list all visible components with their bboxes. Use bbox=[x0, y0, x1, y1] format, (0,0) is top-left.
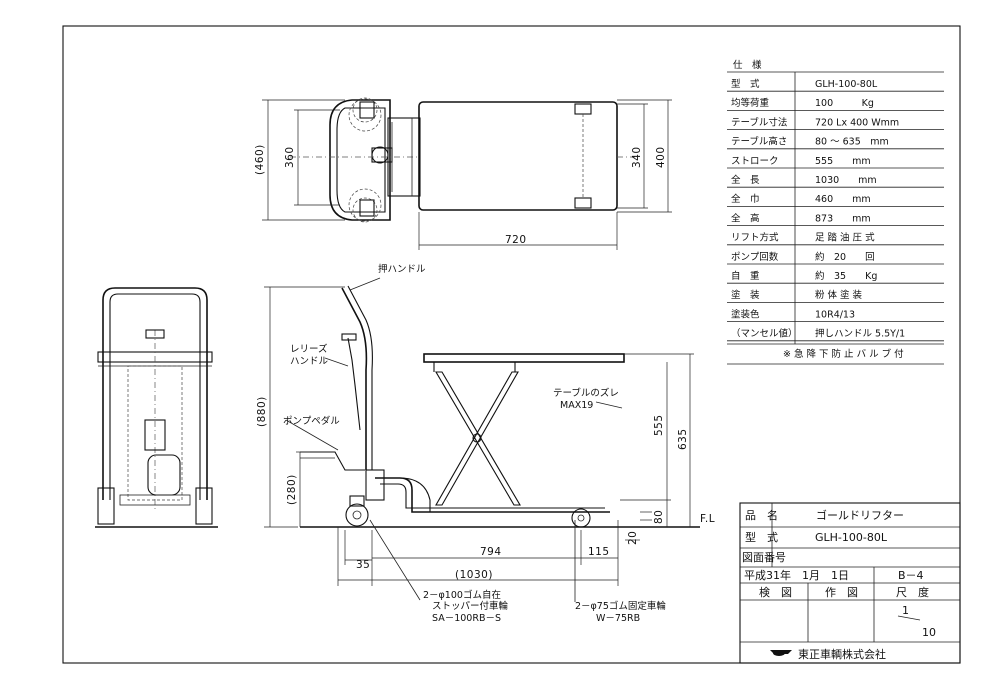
tb-drawing-no-label: 図面番号 bbox=[742, 551, 786, 564]
spec-row-label: 塗 装 bbox=[731, 289, 760, 301]
tb-scale-label: 尺 度 bbox=[896, 585, 929, 599]
dim-720: 720 bbox=[505, 234, 527, 246]
spec-row-label: 全 長 bbox=[731, 174, 760, 186]
spec-row-value: 1030 mm bbox=[815, 175, 877, 186]
spec-row-value: 460 mm bbox=[815, 194, 871, 205]
spec-row-value: 555 mm bbox=[815, 156, 871, 167]
fl-label: F.L bbox=[700, 513, 715, 525]
dim-400: 400 bbox=[655, 146, 667, 168]
spec-row-value: 10R4/13 bbox=[815, 309, 855, 320]
spec-row-label: リフト方式 bbox=[731, 232, 779, 244]
spec-table bbox=[727, 71, 944, 365]
spec-row-label: テーブル高さ bbox=[731, 136, 787, 148]
dim-80: 80 bbox=[653, 510, 665, 524]
dim-555: 555 bbox=[653, 414, 665, 436]
spec-row-label: 全 高 bbox=[731, 212, 760, 224]
spec-row-value: 約 20 回 bbox=[815, 251, 875, 263]
spec-row-value: 720 Lx 400 Wmm bbox=[815, 117, 899, 128]
spec-rows: 型 式 GLH-100-80L 均等荷重 100 Kg テーブル寸法 720 Lx 400… bbox=[727, 78, 944, 342]
dim-460: (460) bbox=[254, 144, 266, 175]
tb-company: 東正車輌株式会社 bbox=[798, 647, 886, 661]
spec-row-value: 873 mm bbox=[815, 213, 871, 224]
spec-row-value: 100 Kg bbox=[815, 98, 874, 109]
spec-row-value: 足 踏 油 圧 式 bbox=[815, 232, 875, 244]
dim-35: 35 bbox=[356, 559, 370, 571]
label-pump-pedal: ポンプペダル bbox=[283, 415, 340, 427]
spec-row-label: ストローク bbox=[731, 156, 779, 167]
spec-row-value: GLH-100-80L bbox=[815, 79, 878, 90]
side-view bbox=[264, 277, 700, 602]
dim-794: 794 bbox=[480, 546, 502, 558]
dim-880: (880) bbox=[256, 396, 268, 427]
sheet-border bbox=[62, 25, 961, 664]
spec-row-value: 約 35 Kg bbox=[815, 270, 877, 282]
spec-row-label: ポンプ回数 bbox=[731, 251, 779, 263]
spec-heading: 仕 様 bbox=[733, 59, 762, 71]
spec-row-label: 均等荷重 bbox=[731, 97, 770, 109]
dim-1030: (1030) bbox=[455, 569, 493, 581]
label-release-1: レリーズ bbox=[290, 343, 328, 355]
label-table-shift-2: MAX19 bbox=[560, 400, 593, 411]
spec-note: ※ 急 降 下 防 止 バ ル ブ 付 bbox=[783, 348, 904, 360]
spec-row-label: 塗装色 bbox=[731, 308, 760, 320]
tb-name-value: ゴールドリフター bbox=[816, 508, 904, 522]
dim-280: (280) bbox=[286, 474, 298, 505]
spec-row-label: 型 式 bbox=[731, 78, 760, 90]
dim-115: 115 bbox=[588, 546, 610, 558]
title-block bbox=[739, 502, 961, 664]
label-caster-3: SA－100RB－S bbox=[432, 613, 501, 624]
label-fixed-1: 2－φ75ゴム固定車輪 bbox=[575, 600, 666, 612]
tb-scale-num: 1 bbox=[902, 604, 909, 617]
spec-row-label: 自 重 bbox=[731, 270, 760, 282]
spec-row-value: 粉 体 塗 装 bbox=[815, 289, 863, 301]
label-push-handle: 押ハンドル bbox=[378, 263, 426, 275]
tb-draw-label: 作 図 bbox=[825, 586, 858, 599]
label-caster-1: 2－φ100ゴム自在 bbox=[423, 589, 501, 601]
spec-row-label: テーブル寸法 bbox=[731, 116, 787, 128]
label-caster-2: ストッパー付車輪 bbox=[432, 600, 509, 612]
spec-row-value: 押しハンドル 5.5Y/1 bbox=[815, 328, 905, 340]
spec-row-label: 全 巾 bbox=[731, 193, 760, 205]
tb-model-label: 型 式 bbox=[745, 530, 778, 544]
tb-check-label: 検 図 bbox=[759, 585, 792, 599]
dim-360: 360 bbox=[284, 146, 296, 168]
tb-date: 平成31年 1月 1日 bbox=[744, 568, 849, 582]
spec-row-label: （マンセル値） bbox=[731, 328, 798, 340]
spec-row-value: 80 ～ 635 mm bbox=[815, 137, 889, 148]
tb-name-label: 品 名 bbox=[745, 508, 778, 522]
tb-model-value: GLH-100-80L bbox=[815, 531, 888, 544]
tb-sheet: B－4 bbox=[898, 569, 924, 582]
end-view bbox=[95, 287, 218, 528]
label-table-shift-1: テーブルのズレ bbox=[553, 387, 619, 399]
label-release-2: ハンドル bbox=[290, 356, 329, 367]
top-view bbox=[262, 97, 672, 250]
label-fixed-2: W－75RB bbox=[596, 613, 640, 624]
dim-20: 20 bbox=[627, 531, 639, 545]
dim-340: 340 bbox=[631, 146, 643, 168]
dim-635: 635 bbox=[677, 428, 689, 450]
tb-scale-den: 10 bbox=[922, 626, 936, 639]
